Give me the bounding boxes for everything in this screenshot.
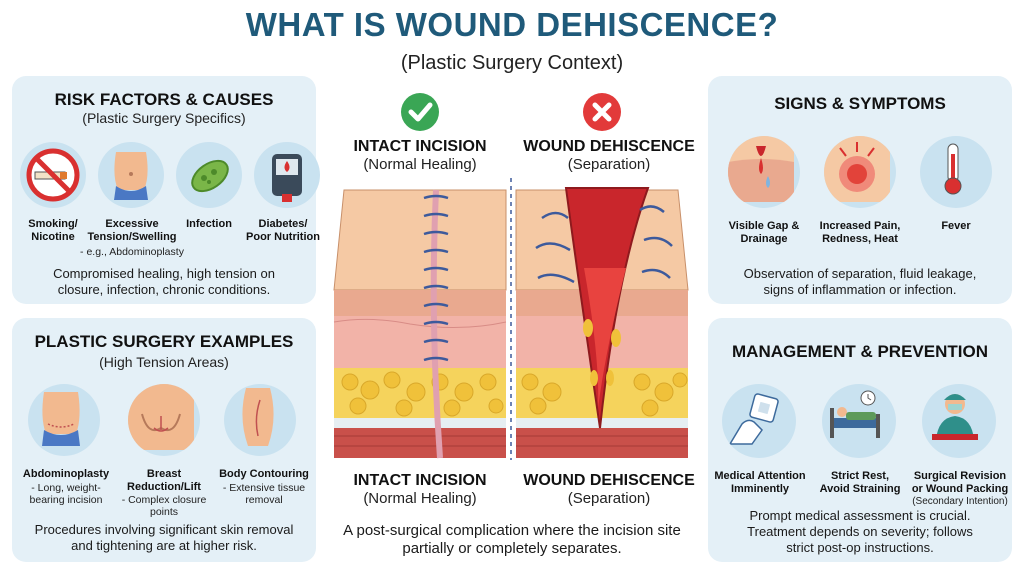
intact-heading-label-bottom: INTACT INCISION <box>353 472 487 489</box>
risk-label-tension: Excessive Tension/Swelling <box>87 218 177 243</box>
sign-label-pain: Increased Pain, Redness, Heat <box>819 220 901 245</box>
risk-label-diabetes: Diabetes/ Poor Nutrition <box>246 218 320 243</box>
dehiscence-heading-top: WOUND DEHISCENCE (Separation) <box>516 138 702 173</box>
surgeon-icon <box>922 384 996 458</box>
examples-title: PLASTIC SURGERY EXAMPLES <box>34 332 294 351</box>
risk-title: RISK FACTORS & CAUSES <box>54 90 274 109</box>
redness-icon <box>824 136 896 208</box>
dehiscence-subheading-label: (Separation) <box>567 156 651 173</box>
risk-label-infection: Infection <box>186 218 232 230</box>
no-smoking-icon <box>20 142 86 208</box>
dehiscence-heading-label-bottom: WOUND DEHISCENCE <box>523 472 695 489</box>
management-panel: MANAGEMENT & PREVENTION Medical Attentio… <box>708 318 1012 562</box>
intact-heading-bottom: INTACT INCISION (Normal Healing) <box>340 472 500 507</box>
management-label-attention: Medical Attention Imminently <box>714 470 806 495</box>
management-label-rest: Strict Rest, Avoid Straining <box>819 470 901 495</box>
management-label-surgery: Surgical Revision or Wound Packing <box>911 470 1009 495</box>
wound-gap-icon <box>728 136 800 208</box>
bed-rest-icon <box>822 384 896 458</box>
example-note-contouring: - Extensive tissue removal <box>222 482 306 506</box>
risk-factors-panel: RISK FACTORS & CAUSES (Plastic Surgery S… <box>12 76 320 304</box>
examples-panel: PLASTIC SURGERY EXAMPLES (High Tension A… <box>12 318 316 562</box>
sign-label-fever: Fever <box>941 220 971 232</box>
risk-note-tension: - e.g., Abdominoplasty <box>80 246 184 258</box>
thermometer-icon <box>920 136 992 208</box>
intact-heading-top: INTACT INCISION (Normal Healing) <box>340 138 500 173</box>
bandage-hand-icon <box>722 384 796 458</box>
signs-description: Observation of separation, fluid leakage… <box>743 266 977 297</box>
breast-icon <box>128 384 200 456</box>
tissue-cross-section <box>330 178 692 460</box>
body-contour-icon <box>224 384 296 456</box>
bacteria-icon <box>176 142 242 208</box>
risk-description: Compromised healing, high tension on clo… <box>53 266 275 297</box>
page-title: WHAT IS WOUND DEHISCENCE? <box>245 6 779 43</box>
example-label-contouring: Body Contouring <box>219 468 309 480</box>
management-description: Prompt medical assessment is crucial. Tr… <box>747 508 973 555</box>
page-subtitle: (Plastic Surgery Context) <box>400 52 624 74</box>
intact-heading-label: INTACT INCISION <box>353 138 487 155</box>
definition-caption: A post-surgical complication where the i… <box>343 522 681 557</box>
examples-description: Procedures involving significant skin re… <box>34 522 294 553</box>
risk-subtitle: (Plastic Surgery Specifics) <box>82 110 246 126</box>
management-note-surgery: (Secondary Intention) <box>912 496 1008 507</box>
examples-subtitle: (High Tension Areas) <box>99 354 229 370</box>
dehiscence-heading-bottom: WOUND DEHISCENCE (Separation) <box>516 472 702 507</box>
intact-tissue-block <box>333 189 507 459</box>
management-title: MANAGEMENT & PREVENTION <box>732 342 988 361</box>
example-note-breast: - Complex closure points <box>121 494 207 518</box>
signs-panel: SIGNS & SYMPTOMS Visible Gap & Drainage … <box>708 76 1012 304</box>
dehiscence-tissue-block <box>515 187 689 458</box>
glucose-meter-icon <box>254 142 320 208</box>
sign-label-gap: Visible Gap & Drainage <box>728 220 800 245</box>
dehiscence-heading-label: WOUND DEHISCENCE <box>523 138 695 155</box>
check-icon <box>400 92 440 132</box>
example-label-abdominoplasty: Abdominoplasty <box>22 468 110 480</box>
cross-icon <box>582 92 622 132</box>
dehiscence-subheading-label-bottom: (Separation) <box>567 490 651 507</box>
intact-subheading-label-bottom: (Normal Healing) <box>363 490 477 507</box>
signs-title: SIGNS & SYMPTOMS <box>774 94 946 113</box>
abdominoplasty-icon <box>28 384 100 456</box>
example-note-abdominoplasty: - Long, weight- bearing incision <box>29 482 103 506</box>
example-label-breast: Breast Reduction/Lift <box>127 468 201 493</box>
risk-label-smoking: Smoking/ Nicotine <box>28 218 78 243</box>
abdomen-icon <box>98 142 164 208</box>
intact-subheading-label: (Normal Healing) <box>363 156 477 173</box>
